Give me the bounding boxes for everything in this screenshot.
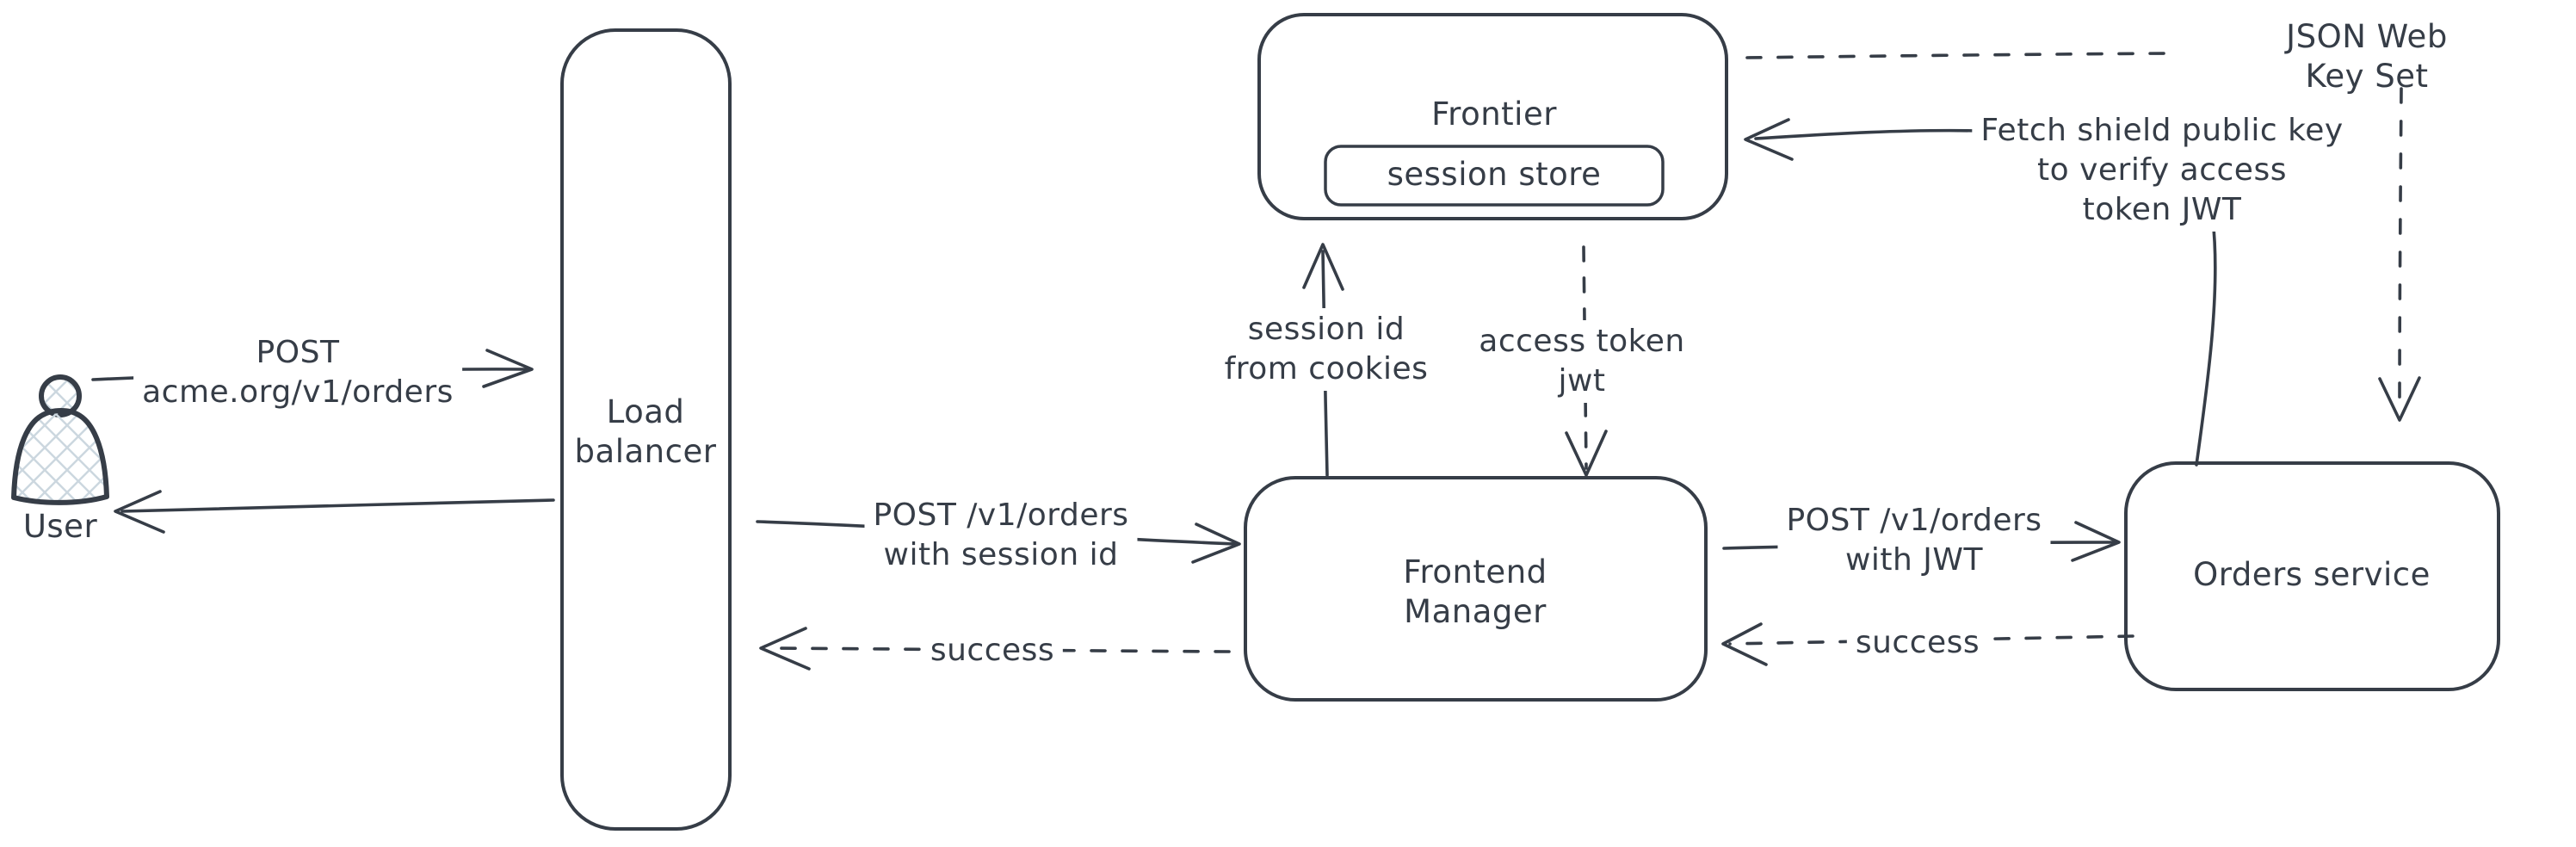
orders-service-label: Orders service <box>2193 556 2431 593</box>
frontend-manager-label: Frontend Manager <box>1403 553 1547 630</box>
jwks-label: JSON Web Key Set <box>2286 18 2448 95</box>
user-label: User <box>22 508 98 545</box>
orders-service-box <box>2124 461 2500 691</box>
user-icon <box>11 374 109 505</box>
frontier-box <box>1257 13 1728 220</box>
frontier-label: Frontier <box>1431 96 1557 133</box>
edge-label-success-left: success <box>921 629 1064 672</box>
edge-label-access-token-jwt: access token jwt <box>1470 320 1694 403</box>
edge-label-post-with-jwt: POST /v1/orders with JWT <box>1777 499 2051 582</box>
load-balancer-label: Load balancer <box>574 393 717 470</box>
arrow-load-balancer-to-user <box>114 490 555 534</box>
arrow-jwks-to-orders-service <box>2378 87 2421 422</box>
edge-label-success-right: success <box>1846 621 1989 665</box>
edge-label-fetch-shield-public-key: Fetch shield public key to verify access… <box>1972 109 2352 232</box>
edge-label-session-id-from-cookies: session id from cookies <box>1215 308 1437 391</box>
frontend-manager-box <box>1244 476 1708 702</box>
load-balancer-box <box>560 28 732 831</box>
edge-label-post-acme-orders: POST acme.org/v1/orders <box>133 331 462 414</box>
edge-label-post-with-session-id: POST /v1/orders with session id <box>864 494 1138 577</box>
arrow-session-store-to-frontend-manager <box>1565 245 1608 477</box>
arrow-frontend-manager-to-load-balancer <box>759 627 1231 671</box>
session-store-label: session store <box>1387 156 1602 193</box>
arrow-frontier-to-jwks <box>1745 52 2169 59</box>
session-store-box <box>1324 145 1665 207</box>
